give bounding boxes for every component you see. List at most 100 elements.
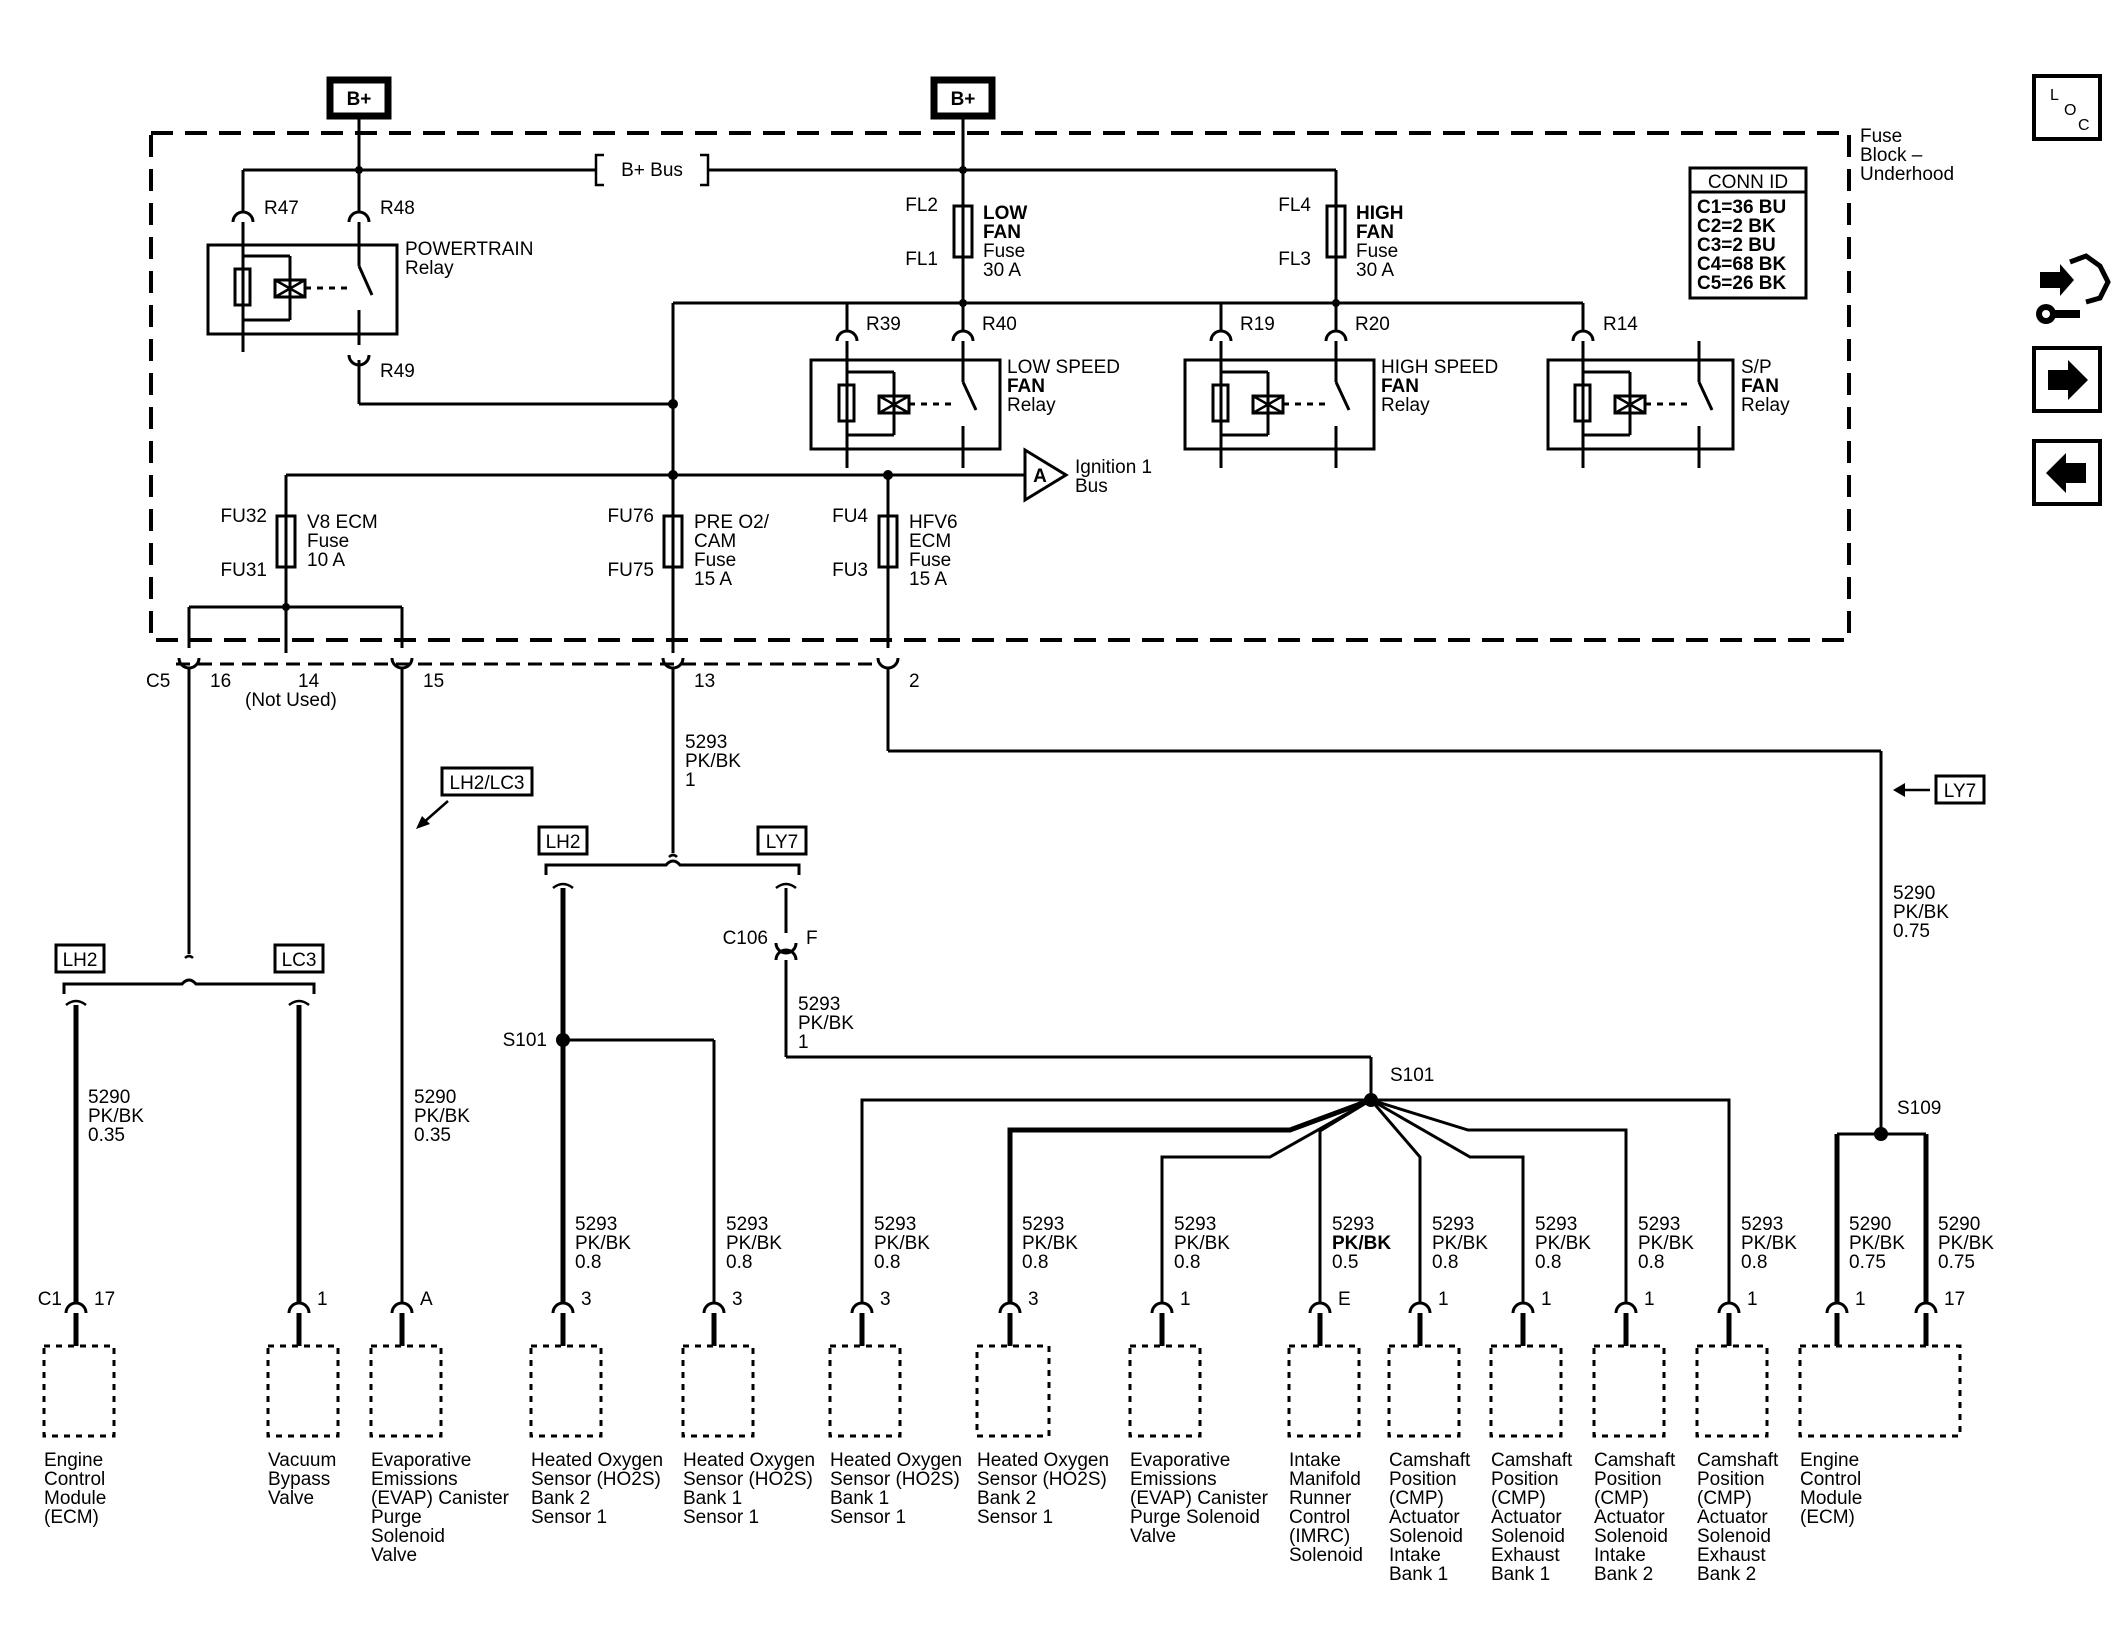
component-6-label-3: Sensor 1 xyxy=(977,1507,1053,1528)
arrow-left-icon[interactable] xyxy=(2032,439,2102,506)
fu76-label: FU76 xyxy=(608,506,654,527)
component-12-label-3: Actuator xyxy=(1697,1507,1768,1528)
c5-pin-15: 15 xyxy=(423,671,444,692)
component-6-label-1: Sensor (HO2S) xyxy=(977,1469,1107,1490)
wire-c106-3: 1 xyxy=(798,1032,809,1053)
component-2-label-3: Purge xyxy=(371,1507,422,1528)
component-12: 1CamshaftPosition(CMP)ActuatorSolenoidEx… xyxy=(1695,1289,1779,1585)
arrow-right-icon[interactable] xyxy=(2032,346,2102,413)
low-speed-fan-relay xyxy=(809,341,1002,468)
loc-letter-o: O xyxy=(2064,102,2076,119)
wire-ho2s-b2s1-b-2: PK/BK xyxy=(1022,1233,1078,1254)
c5-not-used: (Not Used) xyxy=(245,690,337,711)
option-lh2-mid: LH2 xyxy=(537,825,589,856)
component-6-label-0: Heated Oxygen xyxy=(977,1450,1109,1471)
fu75-label: FU75 xyxy=(608,560,654,581)
pre-o2-cam-fuse xyxy=(662,514,684,569)
ignition-bus-label-1: Ignition 1 xyxy=(1075,457,1152,478)
component-2-label-1: Emissions xyxy=(371,1469,458,1490)
wire-imrc-3: 0.5 xyxy=(1332,1252,1358,1273)
component-13-pin-0: 1 xyxy=(1855,1289,1866,1310)
option-lh2-left-label: LH2 xyxy=(63,950,98,971)
component-3-label-2: Bank 2 xyxy=(531,1488,590,1509)
low-speed-relay-label-1: LOW SPEED xyxy=(1007,357,1120,378)
wire-ecm-r2-1: 5290 xyxy=(1938,1214,1980,1235)
low-fan-label-4: 30 A xyxy=(983,260,1021,281)
wire-13-1: 5293 xyxy=(685,732,727,753)
wire-cmp-eb2-2: PK/BK xyxy=(1741,1233,1797,1254)
r48-label: R48 xyxy=(380,198,415,219)
component-4-pin-0: 3 xyxy=(732,1289,743,1310)
component-7-label-3: Purge Solenoid xyxy=(1130,1507,1260,1528)
component-2-pin-0: A xyxy=(420,1289,433,1310)
component-13-pin-1: 17 xyxy=(1944,1289,1965,1310)
powertrain-relay-label-2: Relay xyxy=(405,258,454,279)
wire-ecm-left-1: 5290 xyxy=(88,1087,130,1108)
wire-ho2s-b2s1-a-3: 0.8 xyxy=(575,1252,601,1273)
wire-imrc-2: PK/BK xyxy=(1332,1233,1391,1254)
component-11-label-0: Camshaft xyxy=(1594,1450,1676,1471)
pre-o2-label-4: 15 A xyxy=(694,569,732,590)
location-icon[interactable]: L O C xyxy=(2032,74,2102,141)
component-11-label-4: Solenoid xyxy=(1594,1526,1668,1547)
fuse-block-label-3: Underhood xyxy=(1860,164,1954,185)
wire-evap-left-1: 5290 xyxy=(414,1087,456,1108)
option-ly7-mid-label: LY7 xyxy=(766,832,798,853)
component-0-label-0: Engine xyxy=(44,1450,103,1471)
component-13-label-3: (ECM) xyxy=(1800,1507,1855,1528)
wire-ho2s-b1s1-b-2: PK/BK xyxy=(874,1233,930,1254)
fuse-block-label-1: Fuse xyxy=(1860,126,1902,147)
component-1-label-1: Bypass xyxy=(268,1469,330,1490)
component-2-label-0: Evaporative xyxy=(371,1450,471,1471)
wire-cmp-ib2-1: 5293 xyxy=(1638,1214,1680,1235)
fl4-label: FL4 xyxy=(1278,195,1311,216)
component-11-label-2: (CMP) xyxy=(1594,1488,1649,1509)
component-3-pin-0: 3 xyxy=(581,1289,592,1310)
wire-cmp-ib1-1: 5293 xyxy=(1432,1214,1474,1235)
component-9-label-1: Position xyxy=(1389,1469,1457,1490)
wire-imrc-1: 5293 xyxy=(1332,1214,1374,1235)
c106-pin-label: F xyxy=(806,928,818,949)
option-lc3-left: LC3 xyxy=(273,943,325,974)
wire-ly7-2: PK/BK xyxy=(1893,902,1949,923)
component-5-label-1: Sensor (HO2S) xyxy=(830,1469,960,1490)
wire-ho2s-b1s1-a-1: 5293 xyxy=(726,1214,768,1235)
bplus-left: B+ xyxy=(326,76,392,120)
high-speed-fan-relay xyxy=(1183,341,1376,468)
component-4-label-3: Sensor 1 xyxy=(683,1507,759,1528)
component-10-label-6: Bank 1 xyxy=(1491,1564,1550,1585)
option-ly7-mid: LY7 xyxy=(756,825,808,856)
low-speed-relay-label-2: FAN xyxy=(1007,376,1045,397)
v8-fuse-label-3: 10 A xyxy=(307,550,345,571)
r39-label: R39 xyxy=(866,314,901,335)
wire-13-2: PK/BK xyxy=(685,751,741,772)
hfv6-label-3: Fuse xyxy=(909,550,951,571)
pre-o2-label-3: Fuse xyxy=(694,550,736,571)
r40-label: R40 xyxy=(982,314,1017,335)
wire-ho2s-b2s1-a-1: 5293 xyxy=(575,1214,617,1235)
component-0-conn: C1 xyxy=(38,1289,62,1310)
ignition-bus-label-2: Bus xyxy=(1075,476,1108,497)
component-5-label-2: Bank 1 xyxy=(830,1488,889,1509)
wire-ecm-left-2: PK/BK xyxy=(88,1106,144,1127)
component-10-label-4: Solenoid xyxy=(1491,1526,1565,1547)
bplus-right: B+ xyxy=(930,76,996,120)
component-10: 1CamshaftPosition(CMP)ActuatorSolenoidEx… xyxy=(1489,1289,1573,1585)
wire-cmp-eb1-2: PK/BK xyxy=(1535,1233,1591,1254)
component-1-label-2: Valve xyxy=(268,1488,314,1509)
component-0-pin-0: 17 xyxy=(94,1289,115,1310)
sp-relay-label-3: Relay xyxy=(1741,395,1790,416)
option-lh2-lc3-label: LH2/LC3 xyxy=(450,773,525,794)
wrench-connector-icon[interactable] xyxy=(2036,253,2111,324)
component-13-label-1: Control xyxy=(1800,1469,1861,1490)
low-fan-label-1: LOW xyxy=(983,203,1027,224)
sp-relay-label-2: FAN xyxy=(1741,376,1779,397)
low-speed-relay-label-3: Relay xyxy=(1007,395,1056,416)
component-8-label-1: Manifold xyxy=(1289,1469,1361,1490)
component-13-label-2: Module xyxy=(1800,1488,1862,1509)
